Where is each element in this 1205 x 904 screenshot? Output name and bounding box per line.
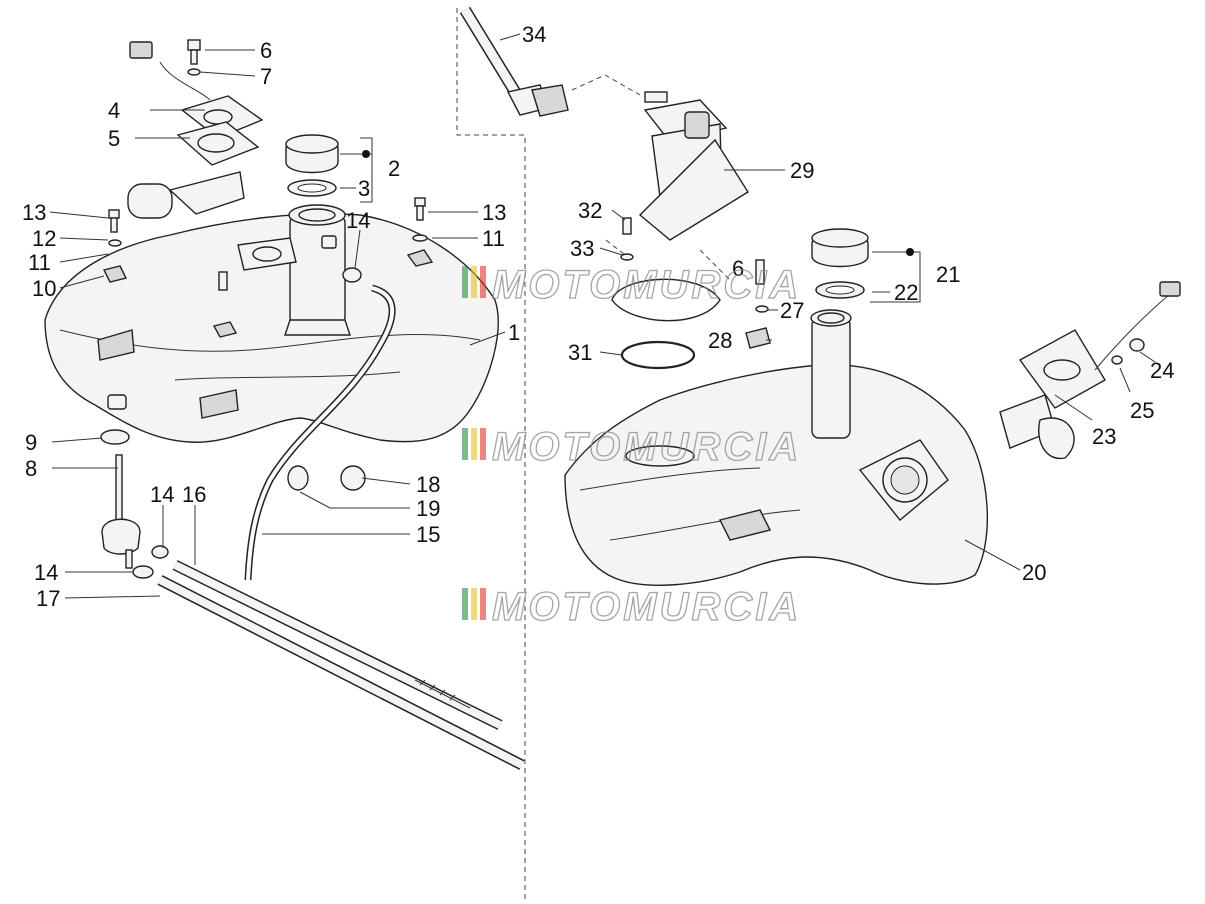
callout-21: 21 xyxy=(936,262,960,287)
callout-11b: 11 xyxy=(482,226,505,251)
callout-1: 1 xyxy=(508,320,520,345)
callout-14c: 14 xyxy=(34,560,58,585)
callout-13b: 13 xyxy=(482,200,506,225)
callout-28: 28 xyxy=(708,328,732,353)
callout-15: 15 xyxy=(416,522,440,547)
callout-3: 3 xyxy=(358,176,370,201)
watermark-text: MOTOMURCIA xyxy=(492,425,801,469)
callout-14: 14 xyxy=(346,208,370,233)
callout-10: 10 xyxy=(32,276,56,301)
fasteners-left xyxy=(102,39,434,338)
callout-20: 20 xyxy=(1022,560,1046,585)
section-divider xyxy=(456,8,526,900)
callout-23: 23 xyxy=(1092,424,1116,449)
callout-2: 2 xyxy=(388,156,400,181)
callout-8: 8 xyxy=(25,456,37,481)
fuel-cap-left xyxy=(285,134,339,197)
fuel-cap-right xyxy=(811,228,869,299)
callout-33: 33 xyxy=(570,236,594,261)
callout-24: 24 xyxy=(1150,358,1174,383)
fuel-pump-right xyxy=(638,91,749,241)
callout-25: 25 xyxy=(1130,398,1154,423)
callout-6b: 6 xyxy=(732,256,744,281)
callout-32: 32 xyxy=(578,198,602,223)
callout-14b: 14 xyxy=(150,482,174,507)
long-hoses xyxy=(157,560,525,770)
watermark-middle: MOTOMURCIA xyxy=(462,424,801,470)
watermark-bottom: MOTOMURCIA xyxy=(462,584,801,630)
callout-numbers: 1 2 3 4 5 6 7 8 9 10 11 12 13 13 11 14 1… xyxy=(22,22,1174,611)
fuel-tank-left xyxy=(44,204,499,443)
fuel-pump-left xyxy=(127,41,264,219)
callout-12: 12 xyxy=(32,226,56,251)
fuel-level-sender xyxy=(999,281,1181,460)
callout-29: 29 xyxy=(790,158,814,183)
callout-leaders xyxy=(49,33,1156,599)
callout-22: 22 xyxy=(894,280,918,305)
callout-4: 4 xyxy=(108,98,120,123)
callout-18: 18 xyxy=(416,472,440,497)
callout-5: 5 xyxy=(108,126,120,151)
watermark-text: MOTOMURCIA xyxy=(492,585,801,629)
fuel-tap xyxy=(101,454,141,569)
callout-11: 11 xyxy=(28,250,51,275)
callout-13: 13 xyxy=(22,200,46,225)
fuel-tank-right xyxy=(564,309,988,586)
callout-19: 19 xyxy=(416,496,440,521)
watermark-text: MOTOMURCIA xyxy=(492,263,801,307)
callout-31: 31 xyxy=(568,340,592,365)
callout-17: 17 xyxy=(36,586,60,611)
callout-16: 16 xyxy=(182,482,206,507)
callout-34: 34 xyxy=(522,22,546,47)
callout-9: 9 xyxy=(25,430,37,455)
callout-6: 6 xyxy=(260,38,272,63)
callout-27: 27 xyxy=(780,298,804,323)
callout-7: 7 xyxy=(260,64,272,89)
watermark-top: MOTOMURCIA xyxy=(462,262,801,308)
